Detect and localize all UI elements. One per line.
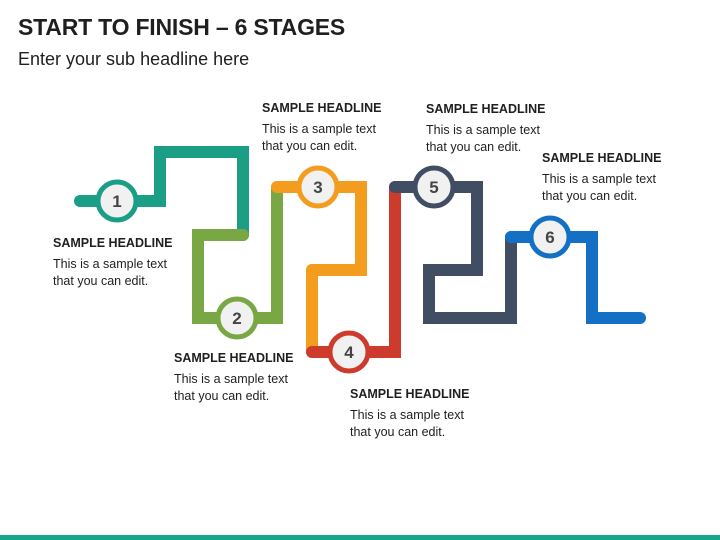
footer-bar <box>0 535 720 540</box>
stage-text-2: This is a sample text that you can edit. <box>174 372 288 403</box>
pipe-segment-6 <box>505 231 646 324</box>
stage-number-2: 2 <box>232 309 241 328</box>
stage-text-6: This is a sample text that you can edit. <box>542 172 656 203</box>
stage-number-4: 4 <box>344 343 354 362</box>
pipe-segment-5 <box>389 181 517 324</box>
stage-headline-5: SAMPLE HEADLINE <box>426 102 546 116</box>
stage-text-3: This is a sample text that you can edit. <box>262 122 376 153</box>
stage-node-2: 2 <box>215 296 259 340</box>
stage-text-1: This is a sample text that you can edit. <box>53 257 167 288</box>
stage-callout-2: SAMPLE HEADLINE This is a sample text th… <box>174 351 324 405</box>
stage-callout-4: SAMPLE HEADLINE This is a sample text th… <box>350 387 500 441</box>
stage-callout-1: SAMPLE HEADLINE This is a sample text th… <box>53 236 203 290</box>
stage-text-5: This is a sample text that you can edit. <box>426 123 540 154</box>
stage-headline-4: SAMPLE HEADLINE <box>350 387 470 401</box>
stage-number-6: 6 <box>545 228 554 247</box>
stage-number-3: 3 <box>313 178 322 197</box>
stage-headline-2: SAMPLE HEADLINE <box>174 351 294 365</box>
slide-title: START TO FINISH – 6 STAGES <box>18 14 346 40</box>
stage-headline-3: SAMPLE HEADLINE <box>262 101 382 115</box>
stage-headline-6: SAMPLE HEADLINE <box>542 151 662 165</box>
stage-node-6: 6 <box>528 215 572 259</box>
stage-callout-3: SAMPLE HEADLINE This is a sample text th… <box>262 101 412 155</box>
slide-subtitle: Enter your sub headline here <box>18 49 250 69</box>
stage-number-1: 1 <box>112 192 121 211</box>
stage-callout-6: SAMPLE HEADLINE This is a sample text th… <box>542 151 692 205</box>
stage-node-1: 1 <box>95 179 139 223</box>
stage-node-3: 3 <box>296 165 340 209</box>
stage-headline-1: SAMPLE HEADLINE <box>53 236 173 250</box>
stage-text-4: This is a sample text that you can edit. <box>350 408 464 439</box>
stage-node-4: 4 <box>327 330 371 374</box>
stage-callout-5: SAMPLE HEADLINE This is a sample text th… <box>426 102 576 156</box>
stage-node-5: 5 <box>412 165 456 209</box>
pipe-segment-2 <box>192 181 283 324</box>
stage-number-5: 5 <box>429 178 438 197</box>
